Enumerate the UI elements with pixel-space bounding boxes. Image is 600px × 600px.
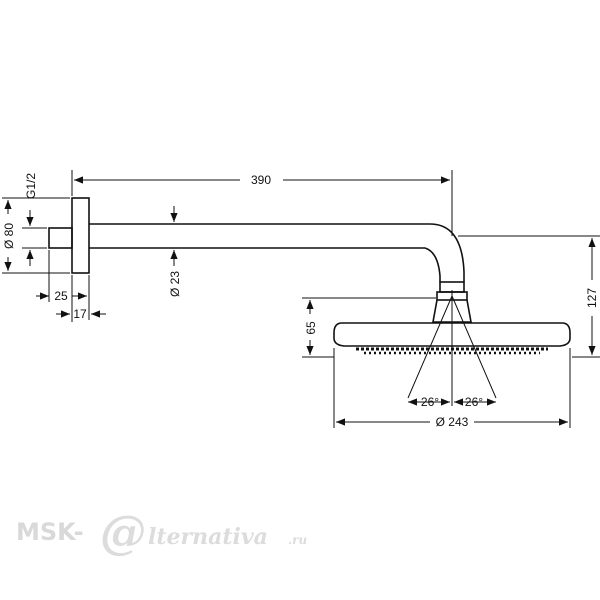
total-drop-label: 127 [585, 288, 599, 308]
dimension-flange-diameter: Ø 80 [2, 197, 70, 274]
wall-flange [48, 197, 90, 274]
spray-angle-left-label: 26° [421, 395, 439, 409]
wall-offset-label: 25 [54, 289, 68, 303]
arm-length-label: 390 [251, 173, 271, 187]
flange-diameter-label: Ø 80 [2, 223, 16, 249]
pipe-diameter-label: Ø 23 [168, 271, 182, 297]
dimension-head-diameter: Ø 243 [333, 348, 571, 429]
watermark-prefix: MSK- [16, 518, 84, 546]
flange-thickness-label: 17 [73, 307, 87, 321]
thread-label: G1/2 [24, 173, 38, 199]
spray-angle-right-label: 26° [465, 395, 483, 409]
watermark-at-symbol: @ [100, 505, 146, 559]
dimension-pipe-diameter: Ø 23 [168, 206, 182, 297]
head-diameter-label: Ø 243 [436, 415, 469, 429]
shower-arm [89, 223, 465, 282]
dimension-total-drop: 127 [458, 235, 600, 358]
watermark-logo: MSK- @ lternativa .ru [16, 505, 308, 559]
dimension-head-height: 65 [302, 297, 436, 358]
spray-angle-lines [407, 290, 497, 406]
dimension-flange-thickness: 17 [56, 275, 106, 322]
watermark-domain: .ru [288, 533, 308, 547]
dimension-wall-offset: 25 [36, 250, 90, 320]
head-height-label: 65 [304, 321, 318, 335]
dimension-thread: G1/2 [22, 173, 47, 266]
dimension-spray-angles: 26° 26° [408, 395, 496, 409]
dimension-arm-length: 390 [71, 170, 453, 236]
watermark-suffix: lternativa [148, 524, 268, 550]
